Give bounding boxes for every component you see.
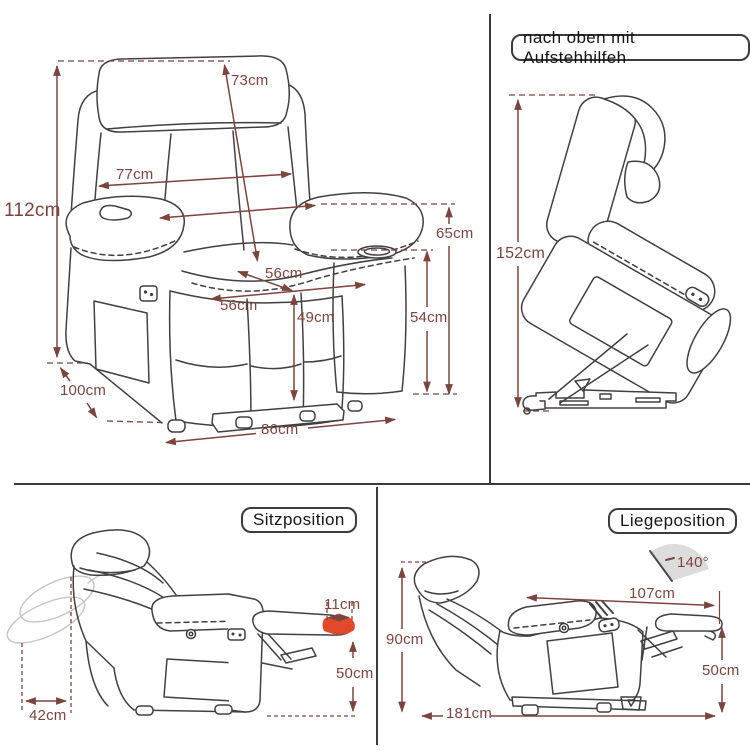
lying-view-dimensions bbox=[398, 561, 726, 720]
front-view-dimensions bbox=[47, 60, 457, 446]
dim-total-depth: 100cm bbox=[60, 382, 107, 399]
power-panel bbox=[139, 285, 158, 302]
dim-total-length: 181cm bbox=[446, 705, 493, 722]
panel-title-lift: nach oben mit Aufstehhilfeh bbox=[511, 28, 750, 67]
dim-footrest-floor-height-sit: 50cm bbox=[336, 665, 374, 682]
dim-backrest-width: 77cm bbox=[116, 166, 154, 183]
dim-seat-height: 49cm bbox=[297, 309, 335, 326]
dim-armrest-height: 54cm bbox=[410, 309, 448, 326]
dim-seat-back-length: 107cm bbox=[629, 585, 676, 602]
label-patch bbox=[546, 632, 619, 695]
usb-panel bbox=[227, 628, 246, 641]
dim-lift-height: 152cm bbox=[496, 245, 546, 262]
recliner-lying-view bbox=[413, 543, 723, 716]
usb-panel bbox=[598, 617, 620, 633]
dim-backrest-diagonal: 73cm bbox=[231, 72, 269, 89]
label-patch bbox=[163, 658, 236, 702]
dim-armrest-top-height: 65cm bbox=[436, 225, 474, 242]
dim-backrest-height-lie: 90cm bbox=[386, 631, 424, 648]
usb-panel bbox=[685, 286, 710, 307]
recline-angle-icon bbox=[649, 543, 709, 582]
sitting-view-dimensions bbox=[21, 577, 357, 717]
dim-footrest-floor-height-lie: 50cm bbox=[702, 662, 740, 679]
dim-recline-angle: 140° bbox=[677, 554, 709, 571]
recliner-sitting-view bbox=[6, 529, 355, 716]
recliner-front-view bbox=[65, 55, 424, 433]
dim-footrest-tip-width: 11cm bbox=[324, 596, 361, 613]
panel-title-sitting: Sitzposition bbox=[241, 507, 357, 533]
lift-view-dimensions bbox=[509, 94, 597, 412]
dim-base-width: 86cm bbox=[261, 421, 299, 438]
dim-seat-width: 56cm bbox=[220, 297, 258, 314]
dim-wall-clearance: 42cm bbox=[29, 707, 67, 724]
dim-seat-depth: 56cm bbox=[265, 265, 303, 282]
dim-total-height: 112cm bbox=[4, 200, 61, 221]
ghost-recline-outline bbox=[6, 570, 119, 644]
recliner-lift-view bbox=[520, 95, 732, 415]
label-patch bbox=[569, 276, 673, 367]
panel-title-lying: Liegeposition bbox=[608, 508, 738, 534]
side-pocket bbox=[93, 300, 150, 384]
panel-dividers bbox=[14, 14, 750, 745]
